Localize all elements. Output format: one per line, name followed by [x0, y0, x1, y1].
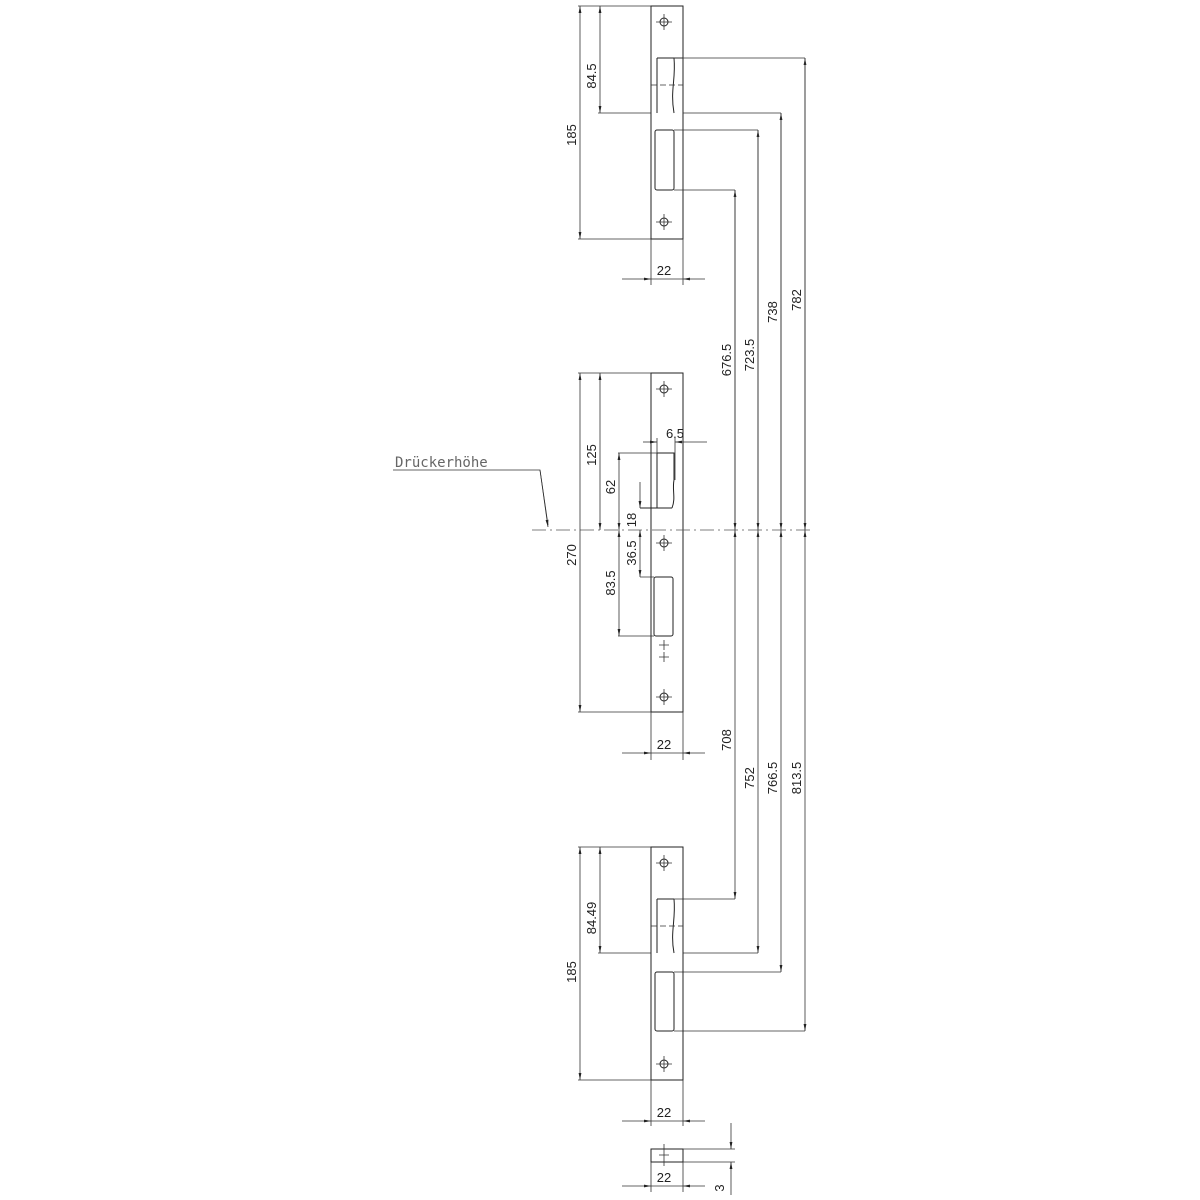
- dim-label: 813.5: [789, 762, 804, 795]
- screw-hole-icon: [656, 535, 672, 551]
- dim-label: 723.5: [742, 339, 757, 372]
- dim-label: 738: [765, 301, 780, 323]
- dim-label: 36.5: [624, 540, 639, 565]
- screw-hole-icon: [656, 214, 672, 230]
- dim-label: 752: [742, 767, 757, 789]
- bottom-plate: 185 84.49 22: [564, 846, 705, 1126]
- screw-hole-icon: [656, 14, 672, 30]
- upper-distance-dims: 676.5 723.5 738 782: [674, 57, 807, 530]
- dim-label: 22: [657, 263, 671, 278]
- dim-label: 270: [564, 544, 579, 566]
- screw-hole-icon: [656, 855, 672, 871]
- dim-label: 125: [584, 444, 599, 466]
- screw-hole-icon: [656, 689, 672, 705]
- screw-hole-icon: [656, 381, 672, 397]
- dim-label: 22: [657, 1170, 671, 1185]
- side-view: 22 3: [622, 1123, 735, 1195]
- dim-label: 185: [564, 961, 579, 983]
- screw-hole-icon: [656, 1056, 672, 1072]
- dim-label: 782: [789, 289, 804, 311]
- dim-label: 6.5: [666, 426, 684, 441]
- handle-height-callout: Drückerhöhe: [393, 455, 549, 528]
- handle-height-label: Drückerhöhe: [395, 455, 488, 471]
- dim-label: 84.5: [584, 63, 599, 88]
- lower-distance-dims: 708 752 766.5 813.5: [674, 530, 807, 1032]
- dim-label: 62: [603, 480, 618, 494]
- dim-label: 185: [564, 124, 579, 146]
- dim-label: 22: [657, 737, 671, 752]
- top-plate: 185 84.5 22: [564, 5, 705, 285]
- dim-label: 22: [657, 1105, 671, 1120]
- dim-label: 766.5: [765, 762, 780, 795]
- middle-plate: 270 125 62 18 36.5 83.5 6.5 22 Drückerhö…: [393, 372, 810, 760]
- dim-label: 708: [719, 729, 734, 751]
- dim-label: 676.5: [719, 344, 734, 377]
- dim-label: 84.49: [584, 902, 599, 935]
- dim-label: 83.5: [603, 570, 618, 595]
- dim-label: 3: [712, 1184, 727, 1191]
- dim-label: 18: [624, 513, 639, 527]
